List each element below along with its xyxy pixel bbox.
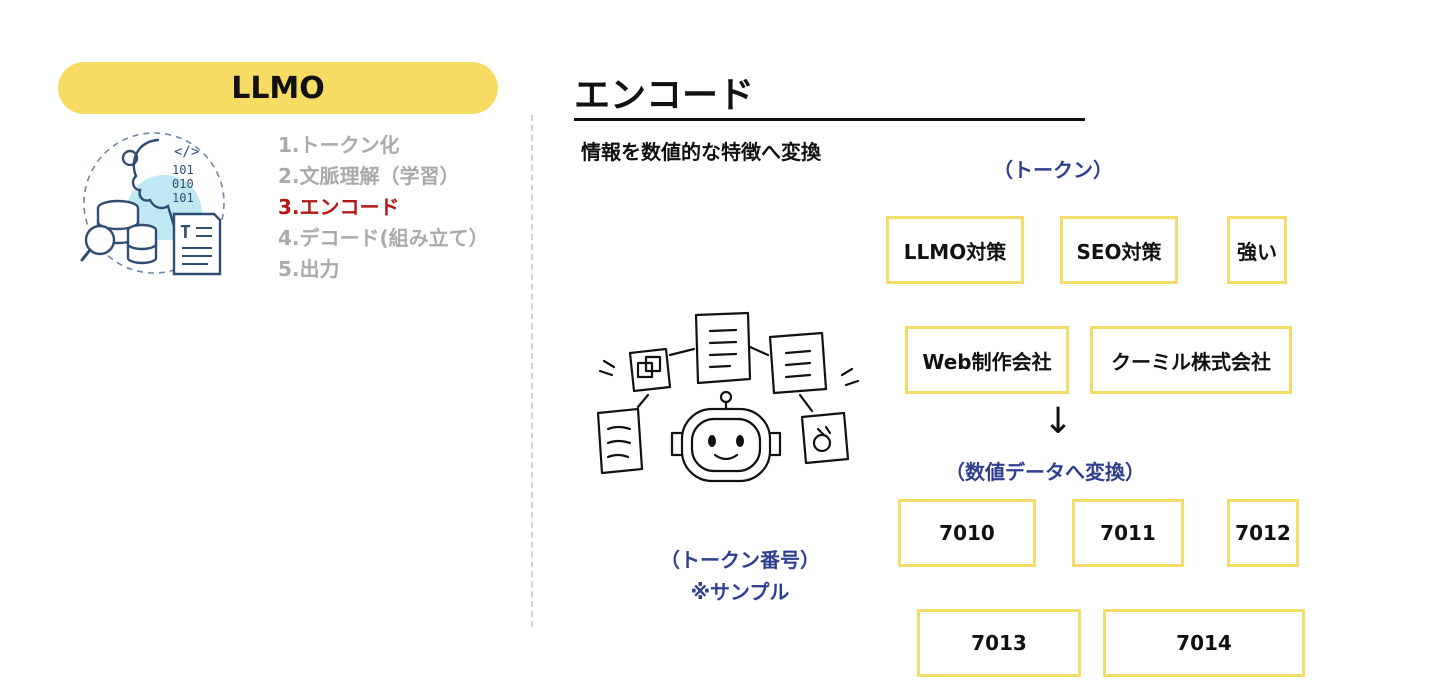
page-subtitle: 情報を数値的な特徴へ変換 (581, 140, 821, 164)
sample-line-1: （トークン番号） (660, 548, 820, 572)
step-list: 1.トークン化 2.文脈理解（学習） 3.エンコード 4.デコード(組み立て） … (278, 130, 489, 285)
token-box: SEO対策 (1060, 216, 1178, 284)
step-item: 4.デコード(組み立て） (278, 226, 489, 250)
binary-row-3: 101 (172, 191, 194, 205)
step-item: 1.トークン化 (278, 133, 400, 157)
token-box: Web制作会社 (905, 326, 1069, 394)
binary-row-2: 010 (172, 177, 194, 191)
down-arrow-icon: ↓ (1043, 401, 1074, 442)
token-box: クーミル株式会社 (1090, 326, 1292, 394)
convert-label: （数値データへ変換） (945, 460, 1145, 484)
sample-line-2: ※サンプル (690, 580, 790, 604)
token-box: LLMO対策 (886, 216, 1024, 284)
token-box: 強い (1227, 216, 1287, 284)
number-box: 7013 (917, 609, 1081, 677)
title-underline (574, 118, 1085, 121)
token-label: （トークン） (993, 158, 1113, 182)
number-box: 7010 (898, 499, 1036, 567)
panel-divider (531, 115, 533, 627)
ai-head-database-document-icon: </> 101 010 101 T (80, 132, 225, 276)
step-item-active: 3.エンコード (278, 195, 400, 219)
robot-documents-icon (596, 311, 860, 483)
sample-note: （トークン番号） ※サンプル (600, 544, 880, 608)
doc-letter: T (180, 222, 191, 243)
step-item: 5.出力 (278, 257, 340, 281)
number-box: 7012 (1227, 499, 1299, 567)
step-item: 2.文脈理解（学習） (278, 164, 460, 188)
code-glyph: </> (174, 144, 199, 160)
page-title: エンコード (574, 75, 755, 116)
binary-row-1: 101 (172, 163, 194, 177)
topic-badge: LLMO (58, 62, 498, 114)
number-box: 7011 (1072, 499, 1184, 567)
number-box: 7014 (1103, 609, 1305, 677)
